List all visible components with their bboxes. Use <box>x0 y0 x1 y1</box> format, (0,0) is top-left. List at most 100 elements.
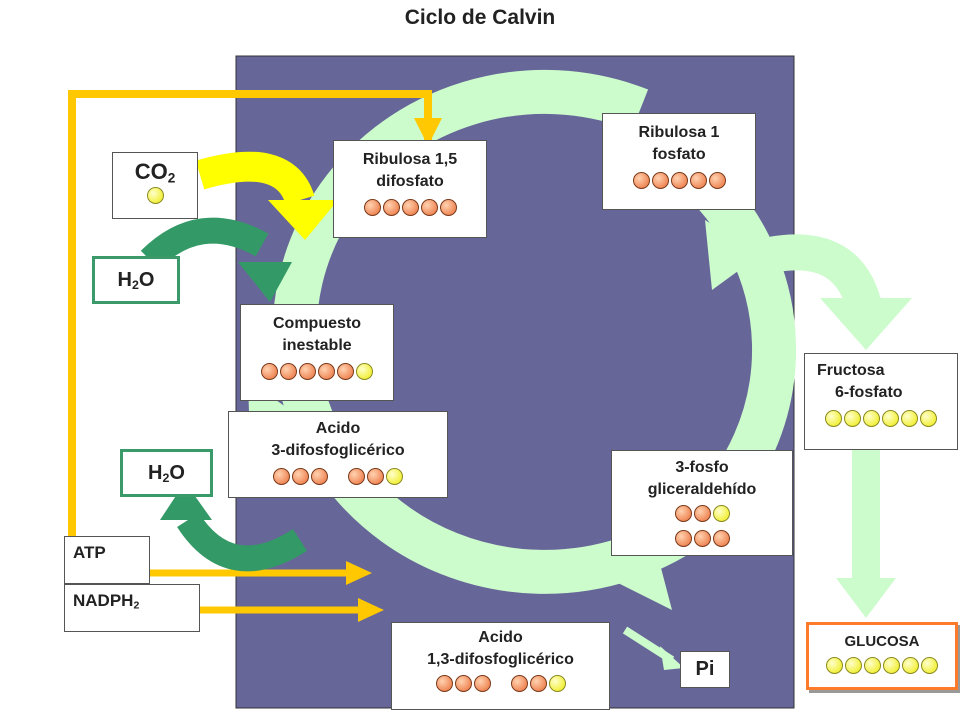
carbon-dot <box>382 199 400 216</box>
carbon-dot-new <box>826 657 843 674</box>
ribulosa-difosfato-line2: difosfato <box>376 173 444 190</box>
fructosa-line1: Fructosa <box>817 362 885 379</box>
carbon-dot <box>273 468 290 485</box>
carbon-dot-new <box>902 657 919 674</box>
carbon-dot-new <box>356 363 373 380</box>
carbon-dot <box>401 199 419 216</box>
pi-arrowhead <box>660 646 684 670</box>
box-ribulosa-fosfato: Ribulosa 1 fosfato <box>602 113 756 210</box>
acido-difosfoglicerico-carbons <box>229 468 447 485</box>
gold-feedback-arrowhead <box>414 118 442 146</box>
carbon-dot <box>674 530 692 547</box>
ribulosa-difosfato-line1: Ribulosa 1,5 <box>362 151 458 168</box>
co2-label: CO2 <box>113 159 197 185</box>
h2o-top-curved-arrow <box>140 217 269 270</box>
carbon-dot <box>261 363 278 380</box>
h2o-bottom-curved-arrow <box>177 512 308 572</box>
fosfogliceraldehido-line1: 3-fosfo <box>675 459 729 476</box>
acido-difosfoglicerico-line2: 3-difosfoglicérico <box>271 442 405 459</box>
nadph-arrowhead <box>358 598 384 622</box>
fructosa-line2: 6-fosfato <box>835 384 903 401</box>
compuesto-carbons <box>241 363 393 380</box>
ribulosa-difosfato-carbons <box>334 199 486 216</box>
fosfogliceraldehido-carbons-2 <box>612 530 792 547</box>
box-h2o-top: H2O <box>92 256 180 304</box>
h2o-top-o: O <box>138 269 155 291</box>
h2o-top-sub: 2 <box>131 278 139 293</box>
carbon-dot <box>510 675 528 692</box>
acido-13-line1: Acido <box>478 629 523 646</box>
box-glucosa: GLUCOSA <box>806 622 958 690</box>
carbon-dot <box>280 363 297 380</box>
box-fosfogliceraldehido: 3-fosfo gliceraldehído <box>611 450 793 556</box>
carbon-dot <box>318 363 335 380</box>
co2-sub: 2 <box>167 170 176 186</box>
carbon-dot <box>473 675 491 692</box>
diagram-title: Ciclo de Calvin <box>404 6 556 29</box>
carbon-dot <box>420 199 438 216</box>
co2-base: CO <box>134 159 168 184</box>
carbon-dot <box>651 172 669 189</box>
carbon-dot <box>454 675 472 692</box>
glucosa-carbons <box>809 657 955 674</box>
h2o-bottom-h: H <box>148 462 163 484</box>
atp-label: ATP <box>73 543 106 562</box>
carbon-dot <box>363 199 381 216</box>
carbon-dot <box>292 468 309 485</box>
nadph-base: NADPH <box>73 591 134 610</box>
h2o-top-h: H <box>117 269 132 291</box>
carbon-dot-new <box>845 657 862 674</box>
carbon-dot-new <box>920 410 937 427</box>
carbon-dot <box>299 363 316 380</box>
fosfogliceraldehido-carbons-1 <box>612 505 792 522</box>
h2o-bottom-sub: 2 <box>162 471 170 486</box>
carbon-dot <box>311 468 328 485</box>
carbon-dot <box>529 675 547 692</box>
box-acido-13-difosfoglicerico: Acido 1,3-difosfoglicérico <box>391 622 610 710</box>
branch-to-fructosa <box>766 234 883 315</box>
acido-13-line2: 1,3-difosfoglicérico <box>427 651 574 668</box>
nadph-sub: 2 <box>133 599 140 612</box>
box-fructosa: Fructosa 6-fosfato <box>804 353 958 450</box>
co2-arrowhead <box>268 200 338 240</box>
carbon-dot-new <box>883 657 900 674</box>
fructosa-carbons <box>805 410 957 427</box>
acido-difosfoglicerico-line1: Acido <box>315 420 361 437</box>
box-compuesto-inestable: Compuesto inestable <box>240 304 394 401</box>
h2o-bottom-o: O <box>169 462 185 484</box>
atp-arrowhead <box>346 561 372 585</box>
fosfogliceraldehido-line2: gliceraldehído <box>647 481 757 498</box>
h2o-bottom-arrowhead <box>160 482 212 520</box>
carbon-dot <box>337 363 354 380</box>
carbon-dot <box>348 468 365 485</box>
ribulosa-fosfato-line1: Ribulosa 1 <box>638 124 720 141</box>
carbon-dot-new <box>712 505 730 522</box>
carbon-dot <box>435 675 453 692</box>
carbon-dot-new <box>901 410 918 427</box>
carbon-dot-new <box>844 410 861 427</box>
pi-label: Pi <box>695 658 715 680</box>
carbon-dot <box>439 199 457 216</box>
glucosa-label: GLUCOSA <box>844 633 920 650</box>
ribulosa-fosfato-carbons <box>603 172 755 189</box>
box-nadph: NADPH2 <box>64 584 200 632</box>
carbon-dot-new <box>386 468 403 485</box>
box-atp: ATP <box>64 536 150 584</box>
fructosa-to-glucosa-shaft <box>852 450 880 580</box>
carbon-dot <box>670 172 688 189</box>
h2o-top-arrowhead <box>238 262 292 302</box>
box-pi: Pi <box>680 651 730 688</box>
box-co2: CO2 <box>112 152 198 219</box>
carbon-dot-new <box>863 410 880 427</box>
carbon-dot <box>708 172 726 189</box>
carbon-dot-new <box>921 657 938 674</box>
carbon-dot-new <box>548 675 566 692</box>
carbon-dot-new <box>864 657 881 674</box>
carbon-dot-new <box>825 410 842 427</box>
carbon-dot <box>689 172 707 189</box>
carbon-dot-new <box>146 187 164 205</box>
ribulosa-fosfato-line2: fosfato <box>652 146 706 163</box>
compuesto-line2: inestable <box>282 337 352 354</box>
acido-13-carbons <box>392 675 609 692</box>
glucosa-arrowhead <box>836 578 896 618</box>
